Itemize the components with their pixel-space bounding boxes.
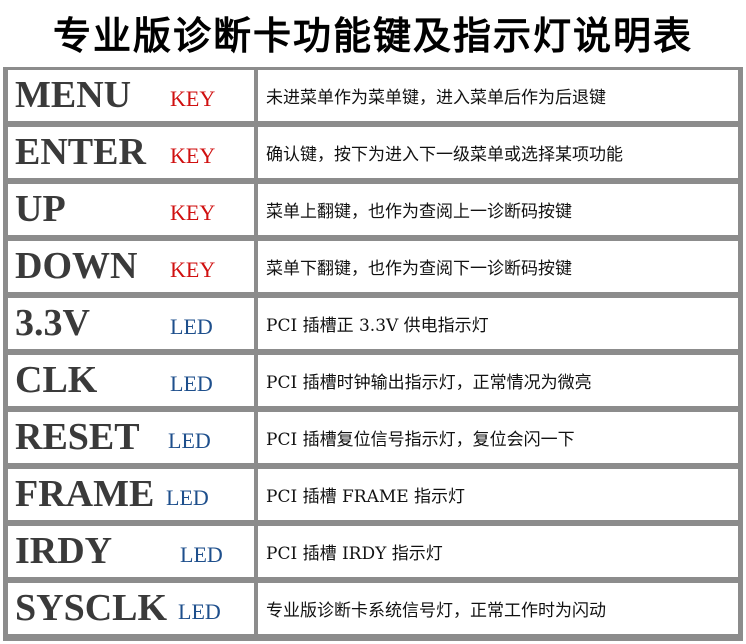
type-tag: LED [180, 542, 223, 567]
type-tag: LED [168, 428, 211, 453]
type-tag: LED [170, 314, 213, 339]
table-row: 3.3V LED PCI 插槽正 3.3V 供电指示灯 [3, 295, 743, 352]
function-description: 菜单下翻键，也作为查阅下一诊断码按键 [266, 259, 572, 279]
function-description: 未进菜单作为菜单键，进入菜单后作为后退键 [266, 88, 606, 108]
name-cell: CLK LED [8, 355, 254, 406]
type-tag: LED [170, 371, 213, 396]
name-cell: DOWN KEY [8, 241, 254, 292]
type-tag: KEY [170, 200, 216, 225]
function-description: PCI 插槽 IRDY 指示灯 [266, 544, 443, 564]
description-cell: 专业版诊断卡系统信号灯，正常工作时为闪动 [258, 583, 738, 634]
table-row: RESET LED PCI 插槽复位信号指示灯，复位会闪一下 [3, 409, 743, 466]
description-cell: 菜单下翻键，也作为查阅下一诊断码按键 [258, 241, 738, 292]
table-row: SYSCLK LED 专业版诊断卡系统信号灯，正常工作时为闪动 [3, 580, 743, 637]
name-cell: SYSCLK LED [8, 583, 254, 634]
type-tag: KEY [170, 86, 216, 111]
description-cell: PCI 插槽复位信号指示灯，复位会闪一下 [258, 412, 738, 463]
function-name: MENU [15, 74, 132, 116]
description-cell: PCI 插槽 IRDY 指示灯 [258, 526, 738, 577]
function-description: PCI 插槽 FRAME 指示灯 [266, 487, 466, 507]
type-tag: KEY [170, 143, 216, 168]
function-name: UP [15, 188, 66, 230]
description-cell: PCI 插槽时钟输出指示灯，正常情况为微亮 [258, 355, 738, 406]
description-cell: 确认键，按下为进入下一级菜单或选择某项功能 [258, 127, 738, 178]
table-row: MENU KEY 未进菜单作为菜单键，进入菜单后作为后退键 [3, 67, 743, 124]
type-tag: LED [166, 485, 209, 510]
function-description: PCI 插槽复位信号指示灯，复位会闪一下 [266, 430, 575, 450]
function-description: 菜单上翻键，也作为查阅上一诊断码按键 [266, 202, 572, 222]
table-row: CLK LED PCI 插槽时钟输出指示灯，正常情况为微亮 [3, 352, 743, 409]
table-row: ENTER KEY 确认键，按下为进入下一级菜单或选择某项功能 [3, 124, 743, 181]
description-cell: 未进菜单作为菜单键，进入菜单后作为后退键 [258, 70, 738, 121]
function-name: 3.3V [15, 302, 90, 344]
table-row: UP KEY 菜单上翻键，也作为查阅上一诊断码按键 [3, 181, 743, 238]
function-description: PCI 插槽正 3.3V 供电指示灯 [266, 316, 489, 336]
function-name: IRDY [15, 530, 113, 572]
function-name: RESET [15, 416, 140, 458]
name-cell: 3.3V LED [8, 298, 254, 349]
name-cell: FRAME LED [8, 469, 254, 520]
table-row: FRAME LED PCI 插槽 FRAME 指示灯 [3, 466, 743, 523]
function-name: SYSCLK [15, 587, 168, 629]
table-row: IRDY LED PCI 插槽 IRDY 指示灯 [3, 523, 743, 580]
type-tag: KEY [170, 257, 216, 282]
function-table: MENU KEY 未进菜单作为菜单键，进入菜单后作为后退键 ENTER KEY … [3, 67, 743, 641]
table-row: DOWN KEY 菜单下翻键，也作为查阅下一诊断码按键 [3, 238, 743, 295]
type-tag: LED [178, 599, 221, 624]
name-cell: MENU KEY [8, 70, 254, 121]
name-cell: RESET LED [8, 412, 254, 463]
function-description: PCI 插槽时钟输出指示灯，正常情况为微亮 [266, 373, 592, 393]
function-name: CLK [15, 359, 98, 401]
function-name: DOWN [15, 245, 138, 287]
function-name: FRAME [15, 473, 155, 515]
function-description: 专业版诊断卡系统信号灯，正常工作时为闪动 [266, 601, 606, 621]
description-cell: PCI 插槽正 3.3V 供电指示灯 [258, 298, 738, 349]
description-cell: PCI 插槽 FRAME 指示灯 [258, 469, 738, 520]
description-cell: 菜单上翻键，也作为查阅上一诊断码按键 [258, 184, 738, 235]
name-cell: IRDY LED [8, 526, 254, 577]
name-cell: ENTER KEY [8, 127, 254, 178]
name-cell: UP KEY [8, 184, 254, 235]
page-title: 专业版诊断卡功能键及指示灯说明表 [52, 13, 693, 58]
function-name: ENTER [15, 131, 146, 173]
function-description: 确认键，按下为进入下一级菜单或选择某项功能 [266, 145, 623, 165]
